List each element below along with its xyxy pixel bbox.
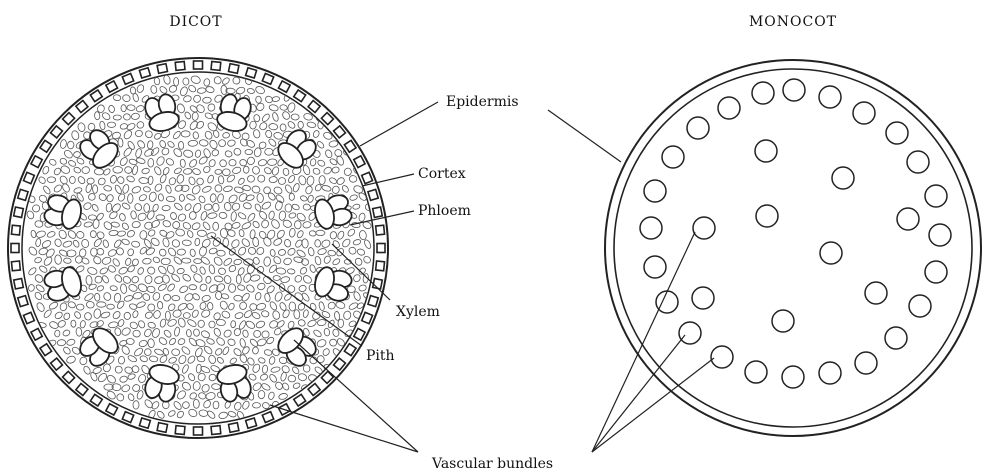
vascular-bundle (819, 362, 841, 384)
vascular-bundle (832, 167, 854, 189)
vascular-bundle (819, 86, 841, 108)
vascular-bundle (756, 205, 778, 227)
epidermis-cell (373, 207, 383, 217)
epidermis-cell (11, 261, 20, 271)
vascular-bundle (853, 102, 875, 124)
vascular-bundle (897, 208, 919, 230)
vascular-bundle (907, 151, 929, 173)
vascular-bundle (711, 346, 733, 368)
cortex-label: Cortex (418, 166, 466, 182)
vascular-bundle (718, 97, 740, 119)
epidermis-cell (139, 68, 150, 78)
epidermis-leader-dicot (360, 102, 438, 146)
vascular-bundle (640, 217, 662, 239)
vascular-bundle (745, 361, 767, 383)
xylem-label: Xylem (396, 304, 440, 320)
vascular-bundle (752, 82, 774, 104)
epidermis-cell (139, 418, 150, 428)
vascular-bundle (644, 180, 666, 202)
epidermis-cell (11, 225, 20, 235)
vascular-bundle (783, 79, 805, 101)
vascular-bundle (656, 291, 678, 313)
epidermis-cell (18, 189, 28, 200)
epidermis-cell (18, 296, 28, 307)
vascular-bundle (886, 122, 908, 144)
vascular-bundle (885, 327, 907, 349)
epidermis-cell (175, 426, 185, 435)
vascular-bundle (865, 282, 887, 304)
monocot-title: MONOCOT (749, 14, 837, 30)
epidermis-cell (229, 64, 239, 74)
vascular-bundle (679, 322, 701, 344)
vascular-bundle (662, 146, 684, 168)
epidermis-cell (376, 261, 385, 271)
epidermis-cell (246, 68, 257, 78)
vascular-bundle (644, 256, 666, 278)
vascular-bundle (855, 352, 877, 374)
pith-label: Pith (366, 348, 395, 364)
dicot-stem-section (8, 58, 388, 438)
vascular-bundle (782, 366, 804, 388)
epidermis-cell (175, 61, 185, 70)
phloem-label: Phloem (418, 203, 471, 219)
vascular-bundle (772, 310, 794, 332)
vascular-bundle (929, 224, 951, 246)
vascular-bundles-label: Vascular bundles (431, 456, 553, 472)
vascular-bundle (820, 242, 842, 264)
epidermis-cell (211, 426, 221, 435)
epidermis-cell (157, 64, 167, 74)
epidermis-cell (377, 244, 385, 253)
vascular-bundle (925, 261, 947, 283)
epidermis-cell (157, 423, 167, 433)
epidermis-cell (14, 279, 24, 289)
vascular-bundle (687, 117, 709, 139)
dicot-title: DICOT (169, 14, 222, 30)
vascular-bundle (755, 140, 777, 162)
vascular-bundle (692, 287, 714, 309)
epidermis-cell (211, 61, 221, 70)
epidermis-cell (11, 244, 19, 253)
epidermis-cell (229, 423, 239, 433)
epidermis-cell (194, 61, 203, 69)
epidermis-cell (246, 418, 257, 428)
epidermis-leader-monocot (548, 110, 621, 162)
epidermis-cell (194, 427, 203, 435)
vascular-bundle (909, 295, 931, 317)
monocot-stem-section (605, 60, 981, 436)
epidermis-cell (368, 189, 378, 200)
epidermis-label: Epidermis (446, 94, 519, 110)
epidermis-cell (368, 296, 378, 307)
epidermis-cell (14, 207, 24, 217)
vascular-bundle (693, 217, 715, 239)
epidermis-cell (376, 225, 385, 235)
vascular-bundle (925, 185, 947, 207)
vascular-leader-1 (270, 405, 418, 452)
